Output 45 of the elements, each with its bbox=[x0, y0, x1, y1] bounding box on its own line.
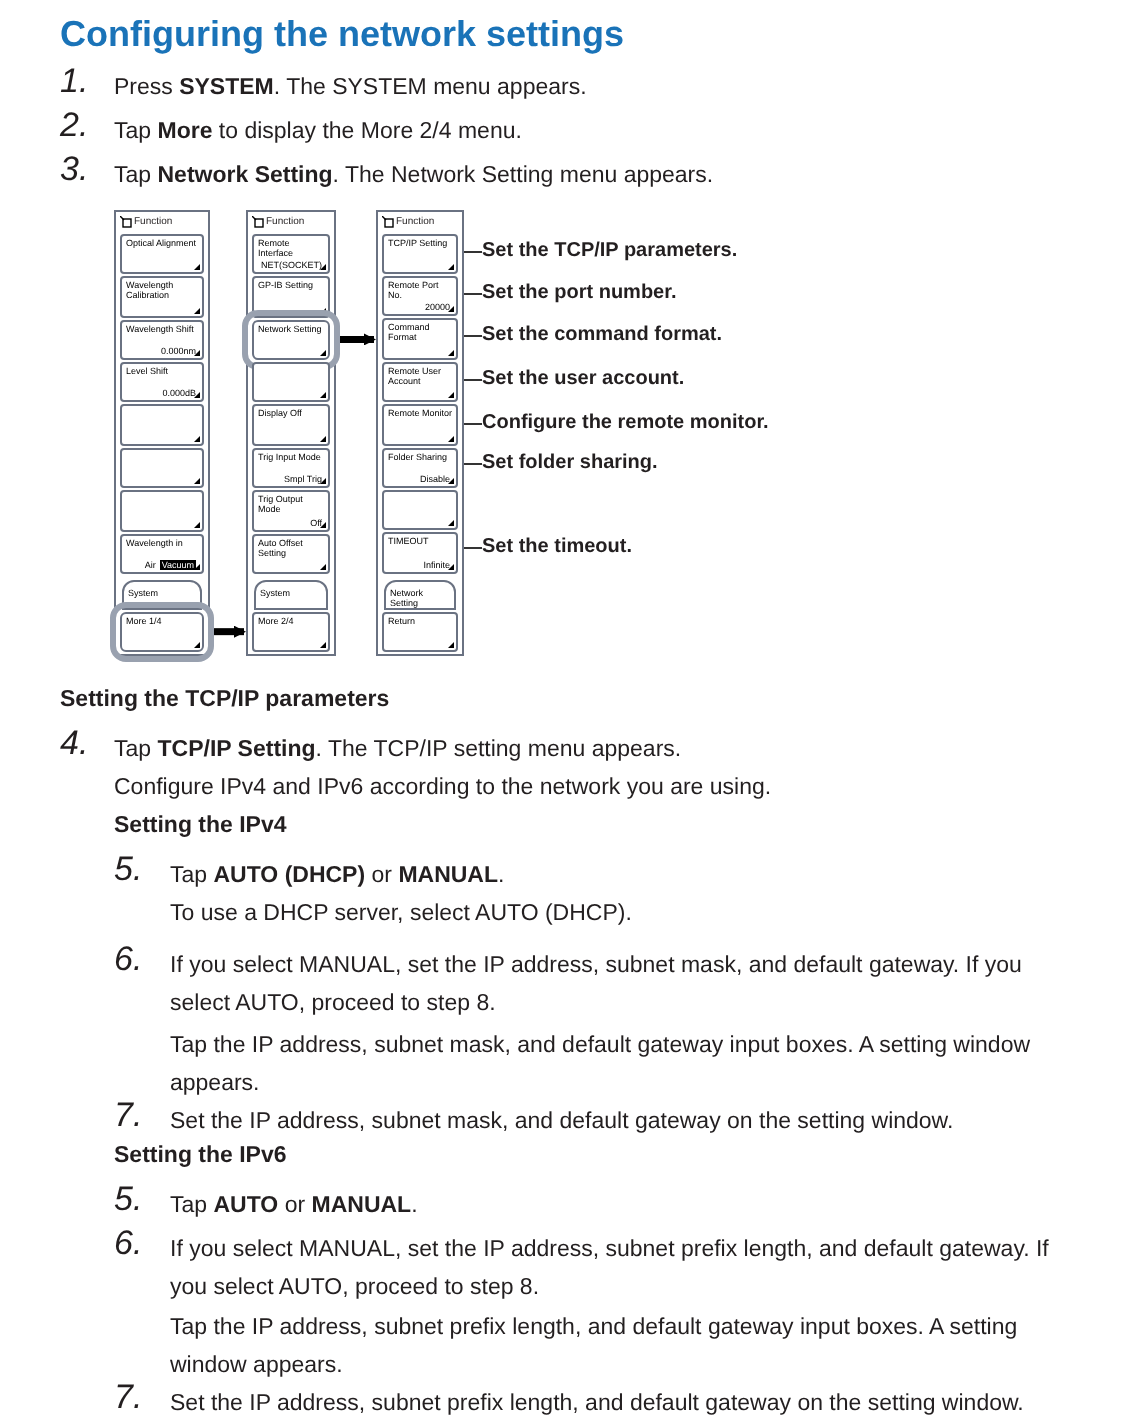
step-number: 6. bbox=[114, 1224, 145, 1264]
step-text: If you select MANUAL, set the IP address, subnet mask, and default gateway. If you select AUTO, proceed to step 8. bbox=[170, 952, 1024, 1020]
step-text: If you select MANUAL, set the IP address, subnet prefix length, and default gateway. If you select AUTO, proceed to step 8. bbox=[170, 1236, 1051, 1304]
callout-text: Set the port number. bbox=[482, 282, 677, 306]
section-heading: Setting the TCP/IP parameters bbox=[60, 686, 392, 716]
step-text: Tap TCP/IP Setting. The TCP/IP setting menu appears. bbox=[114, 736, 684, 766]
section-heading: Setting the IPv6 bbox=[114, 1142, 289, 1172]
softkey-menu-panel bbox=[114, 210, 210, 656]
step-text: Tap Network Setting. The Network Setting menu appears. bbox=[114, 162, 716, 192]
step-number: 7. bbox=[114, 1096, 145, 1136]
blank-softkey bbox=[120, 404, 204, 446]
step-text: Tap More to display the More 2/4 menu. bbox=[114, 118, 524, 148]
callout-text: Set the command format. bbox=[482, 324, 723, 348]
step-text: Tap AUTO or MANUAL. bbox=[170, 1192, 420, 1222]
step-text: Press SYSTEM. The SYSTEM menu appears. bbox=[114, 74, 589, 104]
step-number: 6. bbox=[114, 940, 145, 980]
step-number: 2. bbox=[60, 106, 91, 146]
blank-softkey bbox=[120, 490, 204, 532]
callout-text: Configure the remote monitor. bbox=[482, 412, 769, 436]
step-number: 5. bbox=[114, 1180, 145, 1220]
step-number: 5. bbox=[114, 850, 145, 890]
blank-softkey bbox=[382, 489, 458, 531]
step-text: Tap the IP address, subnet prefix length, and default gateway input boxes. A setting window appears. bbox=[170, 1314, 1020, 1382]
blank-softkey bbox=[120, 447, 204, 489]
step-text: Set the IP address, subnet prefix length, and default gateway on the setting window. bbox=[170, 1390, 1026, 1420]
step-text: Tap the IP address, subnet mask, and default gateway input boxes. A setting window appears. bbox=[170, 1032, 1033, 1100]
step-text: Tap AUTO (DHCP) or MANUAL. bbox=[170, 862, 507, 892]
callout-text: Set folder sharing. bbox=[482, 452, 658, 476]
callout-text: Set the timeout. bbox=[482, 536, 633, 560]
softkey-menu-panel bbox=[376, 210, 464, 656]
callout-text: Set the user account. bbox=[482, 368, 685, 392]
callout-text: Set the TCP/IP parameters. bbox=[482, 240, 738, 264]
step-number: 1. bbox=[60, 62, 91, 102]
step-number: 7. bbox=[114, 1378, 145, 1418]
arrow bbox=[212, 625, 246, 638]
arrow bbox=[338, 333, 376, 346]
softkey-menu-panel bbox=[246, 210, 336, 656]
step-number: 3. bbox=[60, 150, 91, 190]
blank-softkey bbox=[252, 361, 330, 403]
section-heading: Setting the IPv4 bbox=[114, 812, 289, 842]
step-text: Configure IPv4 and IPv6 according to the network you are using. bbox=[114, 774, 774, 804]
step-text: Set the IP address, subnet mask, and default gateway on the setting window. bbox=[170, 1108, 956, 1138]
step-number: 4. bbox=[60, 724, 91, 764]
step-text: To use a DHCP server, select AUTO (DHCP). bbox=[170, 900, 634, 930]
page-title: Configuring the network settings bbox=[60, 12, 624, 58]
